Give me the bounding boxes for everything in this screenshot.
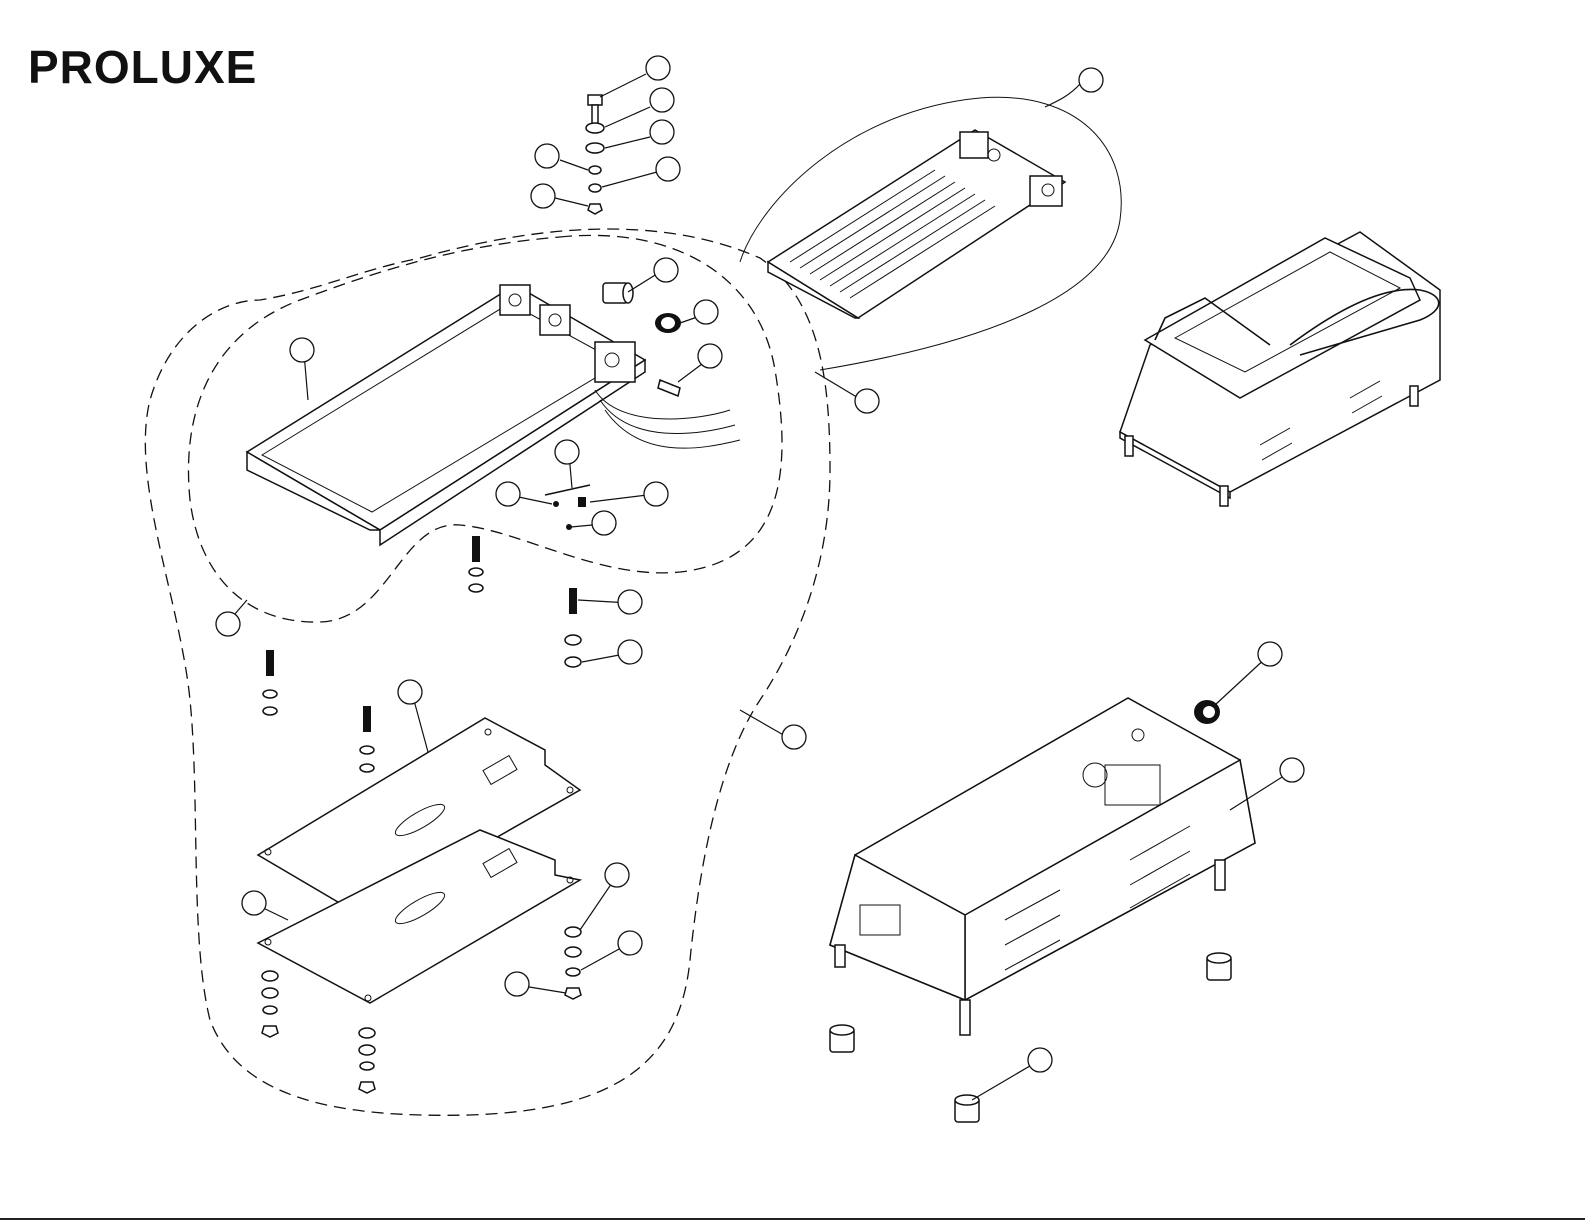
callout-hardware-3	[650, 120, 674, 144]
callout-set-screw	[644, 482, 668, 506]
foot-1	[830, 1025, 854, 1052]
callout-hardware-6	[531, 184, 555, 208]
callout-pin	[698, 344, 722, 368]
stud-washer-group	[263, 536, 581, 772]
spring-pin	[545, 485, 590, 530]
base-housing	[830, 698, 1255, 1035]
callout-hardware-5	[656, 157, 680, 181]
callout-upper-platen-frame	[290, 338, 314, 362]
callout-stud	[618, 590, 642, 614]
grommet	[655, 313, 681, 333]
callout-hardware-1	[646, 56, 670, 80]
callout-grommet	[694, 300, 718, 324]
callout-washer-lower	[605, 863, 629, 887]
feet	[830, 953, 1231, 1122]
callout-washer	[618, 640, 642, 664]
bushing	[603, 283, 633, 303]
bottom-rule	[0, 1218, 1585, 1220]
callout-hardware-2	[650, 88, 674, 112]
pin	[658, 380, 680, 396]
callout-lower-assembly	[782, 725, 806, 749]
assembled-press-grill	[1120, 232, 1440, 506]
foot-3	[1207, 953, 1231, 980]
callout-base-housing	[1280, 758, 1304, 782]
top-hardware-stack	[586, 95, 604, 214]
callout-base-grommet	[1258, 642, 1282, 666]
callout-lower-plate	[242, 891, 266, 915]
callout-lower-platen-assembly-left	[216, 612, 240, 636]
callout-lock-washer-lower	[618, 931, 642, 955]
callout-e-clip	[592, 511, 616, 535]
callout-spring-pin	[555, 440, 579, 464]
platen-detail-bubble	[740, 97, 1121, 370]
callout-upper-platen-assembly	[1079, 68, 1103, 92]
callout-nut-lower	[505, 972, 529, 996]
callout-foot	[1028, 1048, 1052, 1072]
foot-2	[955, 1095, 979, 1122]
callout-small-screw	[496, 482, 520, 506]
callout-platen-assembly-link	[855, 389, 879, 413]
callout-hardware-4	[535, 144, 559, 168]
callout-upper-plate	[398, 680, 422, 704]
callout-bushing	[654, 258, 678, 282]
